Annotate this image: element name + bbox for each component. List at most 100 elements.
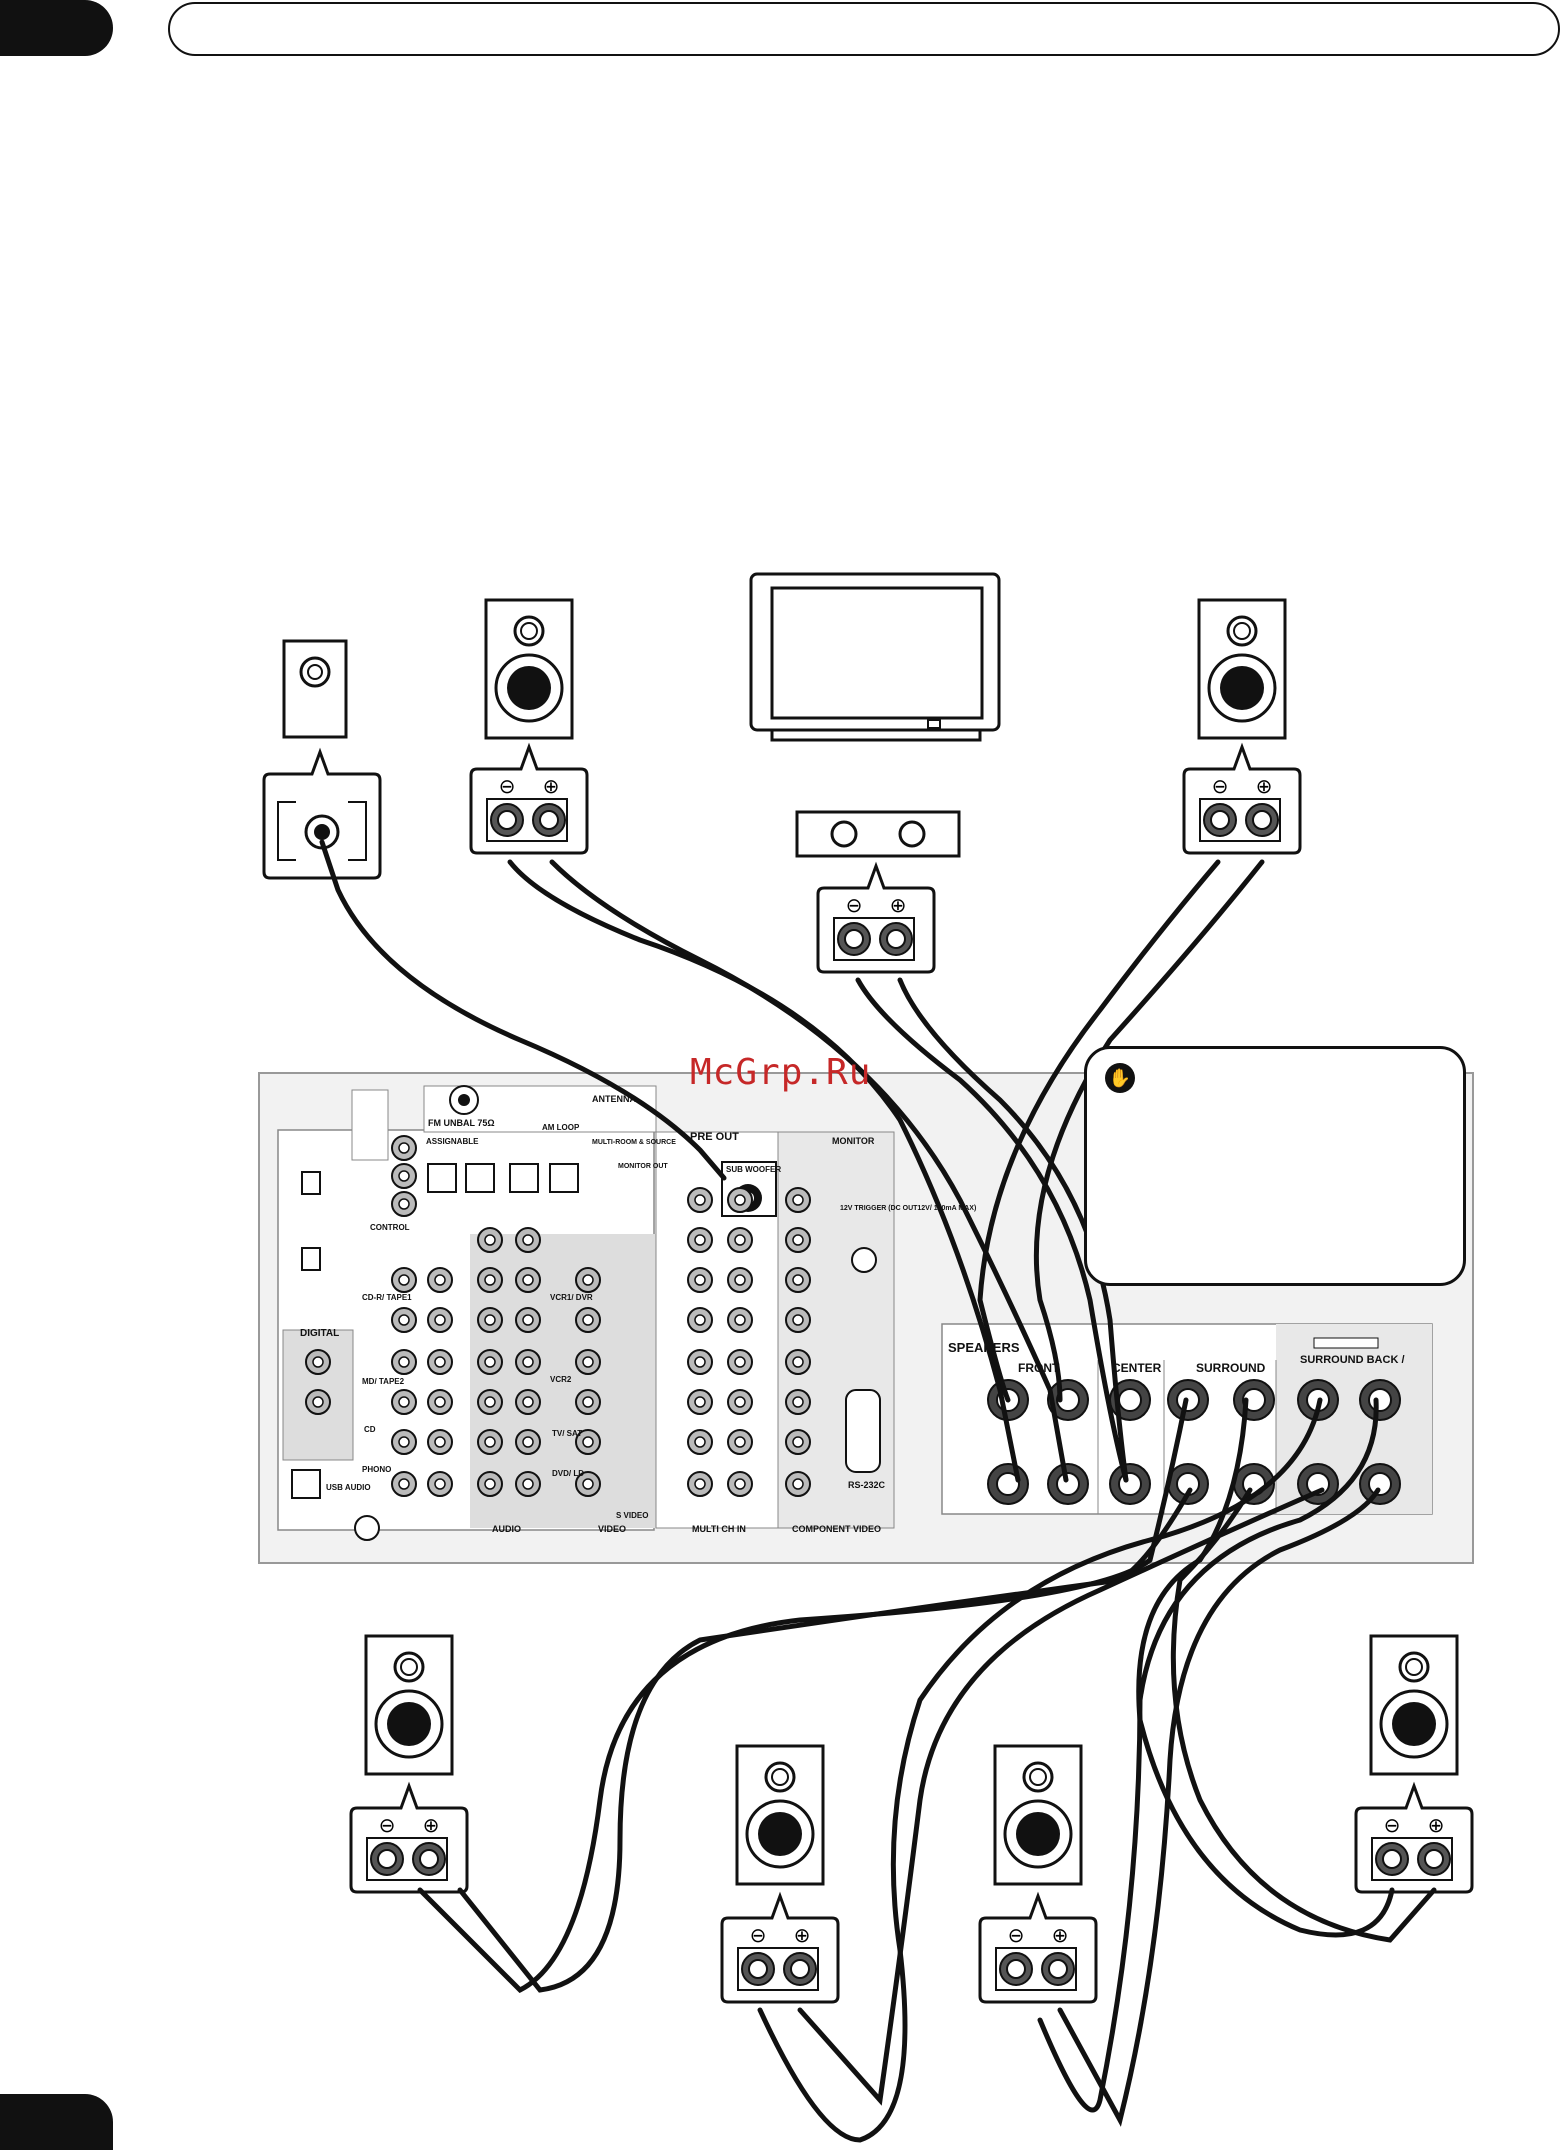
multi-ch-jack-r — [687, 1307, 713, 1333]
control-label: CONTROL — [370, 1223, 410, 1232]
multi-ch-jack-l — [727, 1471, 753, 1497]
audio-jack-l — [515, 1389, 541, 1415]
digital-coax-jack — [305, 1349, 331, 1375]
surround-left-speaker-icon — [1369, 1634, 1459, 1776]
surround-back-left-speaker-icon — [993, 1744, 1083, 1886]
surround-back-l-plus-post — [1359, 1379, 1401, 1421]
control-jack — [391, 1135, 417, 1161]
front-right-cable-b — [1033, 859, 1265, 1403]
audio-jack-r — [477, 1307, 503, 1333]
fm-unbal-label: FM UNBAL 75Ω — [428, 1118, 495, 1128]
front-label: FRONT — [1018, 1361, 1060, 1375]
speaker-cables — [319, 839, 1437, 2143]
audio-jack-l — [515, 1349, 541, 1375]
multi-ch-jack-l — [727, 1267, 753, 1293]
surround-label: SURROUND — [1196, 1361, 1266, 1375]
component-jack — [785, 1187, 811, 1213]
surround-left-cable-b — [1170, 1487, 1437, 1943]
audio-jack-l — [515, 1429, 541, 1455]
surround-l-plus-post — [1233, 1379, 1275, 1421]
md-tape2-label: MD/ TAPE2 — [362, 1377, 405, 1386]
audio-in-jack-l — [427, 1307, 453, 1333]
subwoofer-label: SUB WOOFER — [726, 1165, 781, 1174]
surround-left-terminals — [1354, 1784, 1474, 1894]
video-jack — [575, 1349, 601, 1375]
assignable-label: ASSIGNABLE — [426, 1137, 479, 1146]
control-jack — [391, 1163, 417, 1189]
surround-back-label: SURROUND BACK / — [1300, 1354, 1405, 1366]
surround-back-l-cable-a — [1037, 1397, 1379, 2113]
antenna-label: ANTENNA — [592, 1094, 636, 1104]
center-cable-b — [897, 977, 1129, 1483]
multi-room-jack-l — [515, 1227, 541, 1253]
center-label: CENTER — [1112, 1361, 1162, 1375]
tv-sat-label: TV/ SAT — [552, 1429, 582, 1438]
audio-jack-r — [477, 1349, 503, 1375]
digital-label: DIGITAL — [300, 1328, 339, 1339]
multi-ch-jack-l — [727, 1389, 753, 1415]
audio-jack-r — [477, 1389, 503, 1415]
audio-jack-l — [515, 1267, 541, 1293]
caution-note-box: ✋ — [1084, 1046, 1466, 1286]
front-left-cable-b — [549, 859, 1069, 1483]
audio-in-jack-r — [391, 1267, 417, 1293]
component-jack — [785, 1389, 811, 1415]
audio-jack-r — [477, 1471, 503, 1497]
surround-right-terminals — [349, 1784, 469, 1894]
page-number-tab-bottom — [0, 2094, 113, 2150]
component-jack — [785, 1267, 811, 1293]
component-jack — [785, 1227, 811, 1253]
multi-ch-jack-l — [727, 1187, 753, 1213]
center-terminals — [816, 864, 936, 974]
am-loop-label: AM LOOP — [542, 1123, 580, 1132]
multi-ch-jack-r — [687, 1349, 713, 1375]
audio-jack-l — [515, 1307, 541, 1333]
multi-ch-jack-l — [727, 1349, 753, 1375]
audio-in-jack-l — [427, 1267, 453, 1293]
video-jack — [575, 1389, 601, 1415]
multi-ch-jack-r — [687, 1471, 713, 1497]
subwoofer-cable — [319, 839, 727, 1181]
audio-in-jack-r — [391, 1307, 417, 1333]
control-jack — [391, 1191, 417, 1217]
s-video-label: S VIDEO — [616, 1511, 648, 1520]
component-jack — [785, 1471, 811, 1497]
monitor-label: MONITOR — [832, 1136, 875, 1146]
audio-in-jack-l — [427, 1389, 453, 1415]
caution-hand-icon: ✋ — [1105, 1063, 1135, 1093]
audio-in-jack-r — [391, 1349, 417, 1375]
surround-back-right-speaker-icon — [735, 1744, 825, 1886]
multi-ch-jack-l — [727, 1227, 753, 1253]
surround-right-speaker-icon — [364, 1634, 454, 1776]
surround-back-l-minus-post — [1359, 1463, 1401, 1505]
component-jack — [785, 1349, 811, 1375]
center-minus-post — [1109, 1463, 1151, 1505]
center-speaker-icon — [795, 810, 961, 858]
multi-ch-jack-r — [687, 1389, 713, 1415]
surround-back-l-cable-b — [1057, 1487, 1381, 2127]
center-cable-a — [855, 977, 1129, 1483]
multi-room-label: MULTI-ROOM & SOURCE — [592, 1139, 676, 1146]
audio-in-jack-l — [427, 1349, 453, 1375]
watermark-text: McGrp.Ru — [690, 1052, 872, 1093]
surround-back-cable-b — [797, 1487, 1325, 2106]
usb-audio-label: USB AUDIO — [326, 1483, 371, 1492]
audio-jack-r — [477, 1429, 503, 1455]
multi-ch-jack-l — [727, 1429, 753, 1455]
trigger-label: 12V TRIGGER (DC OUT12V/ 100mA MAX) — [840, 1205, 976, 1212]
multi-ch-jack-r — [687, 1429, 713, 1455]
cd-r-tape1-label: CD-R/ TAPE1 — [362, 1293, 412, 1302]
audio-in-jack-r — [391, 1471, 417, 1497]
component-video-label: COMPONENT VIDEO — [792, 1524, 881, 1534]
subwoofer-icon — [282, 639, 348, 739]
front-r-minus-post — [987, 1463, 1029, 1505]
audio-jack-l — [515, 1471, 541, 1497]
header-title-bar — [168, 2, 1560, 56]
front-right-terminals — [1182, 745, 1302, 855]
multi-ch-jack-r — [687, 1227, 713, 1253]
front-left-terminals — [469, 745, 589, 855]
front-l-minus-post — [1047, 1463, 1089, 1505]
surround-back-cable-a — [757, 1397, 1323, 2143]
vcr1-dvr-label: VCR1/ DVR — [550, 1293, 593, 1302]
front-right-speaker-icon — [1197, 598, 1287, 740]
